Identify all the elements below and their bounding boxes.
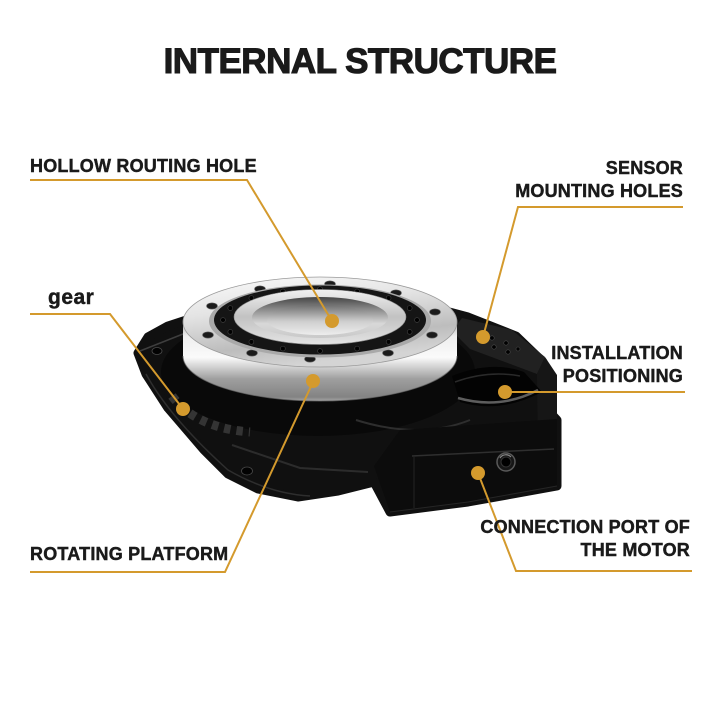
label-line-1: INSTALLATION — [551, 343, 683, 363]
label-line-2: POSITIONING — [562, 366, 683, 386]
callout-dot-hollow — [325, 314, 339, 328]
callout-dot-connection — [471, 466, 485, 480]
label-line-2: MOUNTING HOLES — [515, 181, 683, 201]
label-hollow-routing-hole: HOLLOW ROUTING HOLE — [30, 155, 257, 178]
motor-housing-edge — [411, 448, 555, 457]
motor-connector-port — [496, 452, 516, 472]
callout-dot-sensor — [476, 330, 490, 344]
gear-teeth — [168, 393, 251, 437]
label-line-1: SENSOR — [605, 158, 683, 178]
label-sensor-mounting-holes: SENSOR MOUNTING HOLES — [515, 157, 683, 203]
platform-step-highlight — [231, 444, 369, 473]
motor-housing — [374, 419, 557, 512]
positioning-notch-edge — [454, 373, 521, 383]
label-rotating-platform: ROTATING PLATFORM — [30, 543, 229, 566]
callout-line-rotating — [30, 381, 314, 573]
bearing-balls — [220, 286, 420, 354]
label-connection-port: CONNECTION PORT OF THE MOTOR — [480, 516, 690, 562]
callout-dot-gear — [176, 402, 190, 416]
callout-line-hollow — [30, 179, 333, 322]
corner-bolt-hole — [241, 466, 253, 476]
plate-bottom-highlight — [145, 373, 311, 497]
flange-screw-holes — [202, 280, 441, 363]
flange-side-band — [183, 322, 457, 401]
flange-ring — [182, 276, 458, 402]
label-line-1: CONNECTION PORT OF — [480, 517, 690, 537]
page-title: INTERNAL STRUCTURE — [163, 41, 557, 81]
callout-line-gear — [30, 313, 184, 410]
callout-line-connection — [477, 472, 692, 572]
callout-line-sensor — [482, 206, 683, 338]
label-text: HOLLOW ROUTING HOLE — [30, 156, 257, 176]
positioning-notch-highlight — [457, 388, 539, 404]
corner-bolt-hole — [151, 347, 163, 355]
sensor-mounting-holes — [489, 335, 521, 355]
label-line-2: THE MOTOR — [580, 540, 690, 560]
hollow-bore-depth — [267, 305, 373, 335]
callout-dot-rotating — [306, 374, 320, 388]
flange-band-bottom-edge — [182, 355, 458, 402]
right-housing-block-top — [452, 318, 545, 374]
label-text: gear — [48, 286, 95, 309]
label-gear: gear — [48, 286, 94, 309]
motor-housing-bottom-highlight — [389, 485, 558, 513]
callout-lines — [30, 179, 692, 573]
callout-dot-installation — [498, 385, 512, 399]
label-text: ROTATING PLATFORM — [30, 544, 229, 564]
label-installation-positioning: INSTALLATION POSITIONING — [551, 342, 683, 388]
